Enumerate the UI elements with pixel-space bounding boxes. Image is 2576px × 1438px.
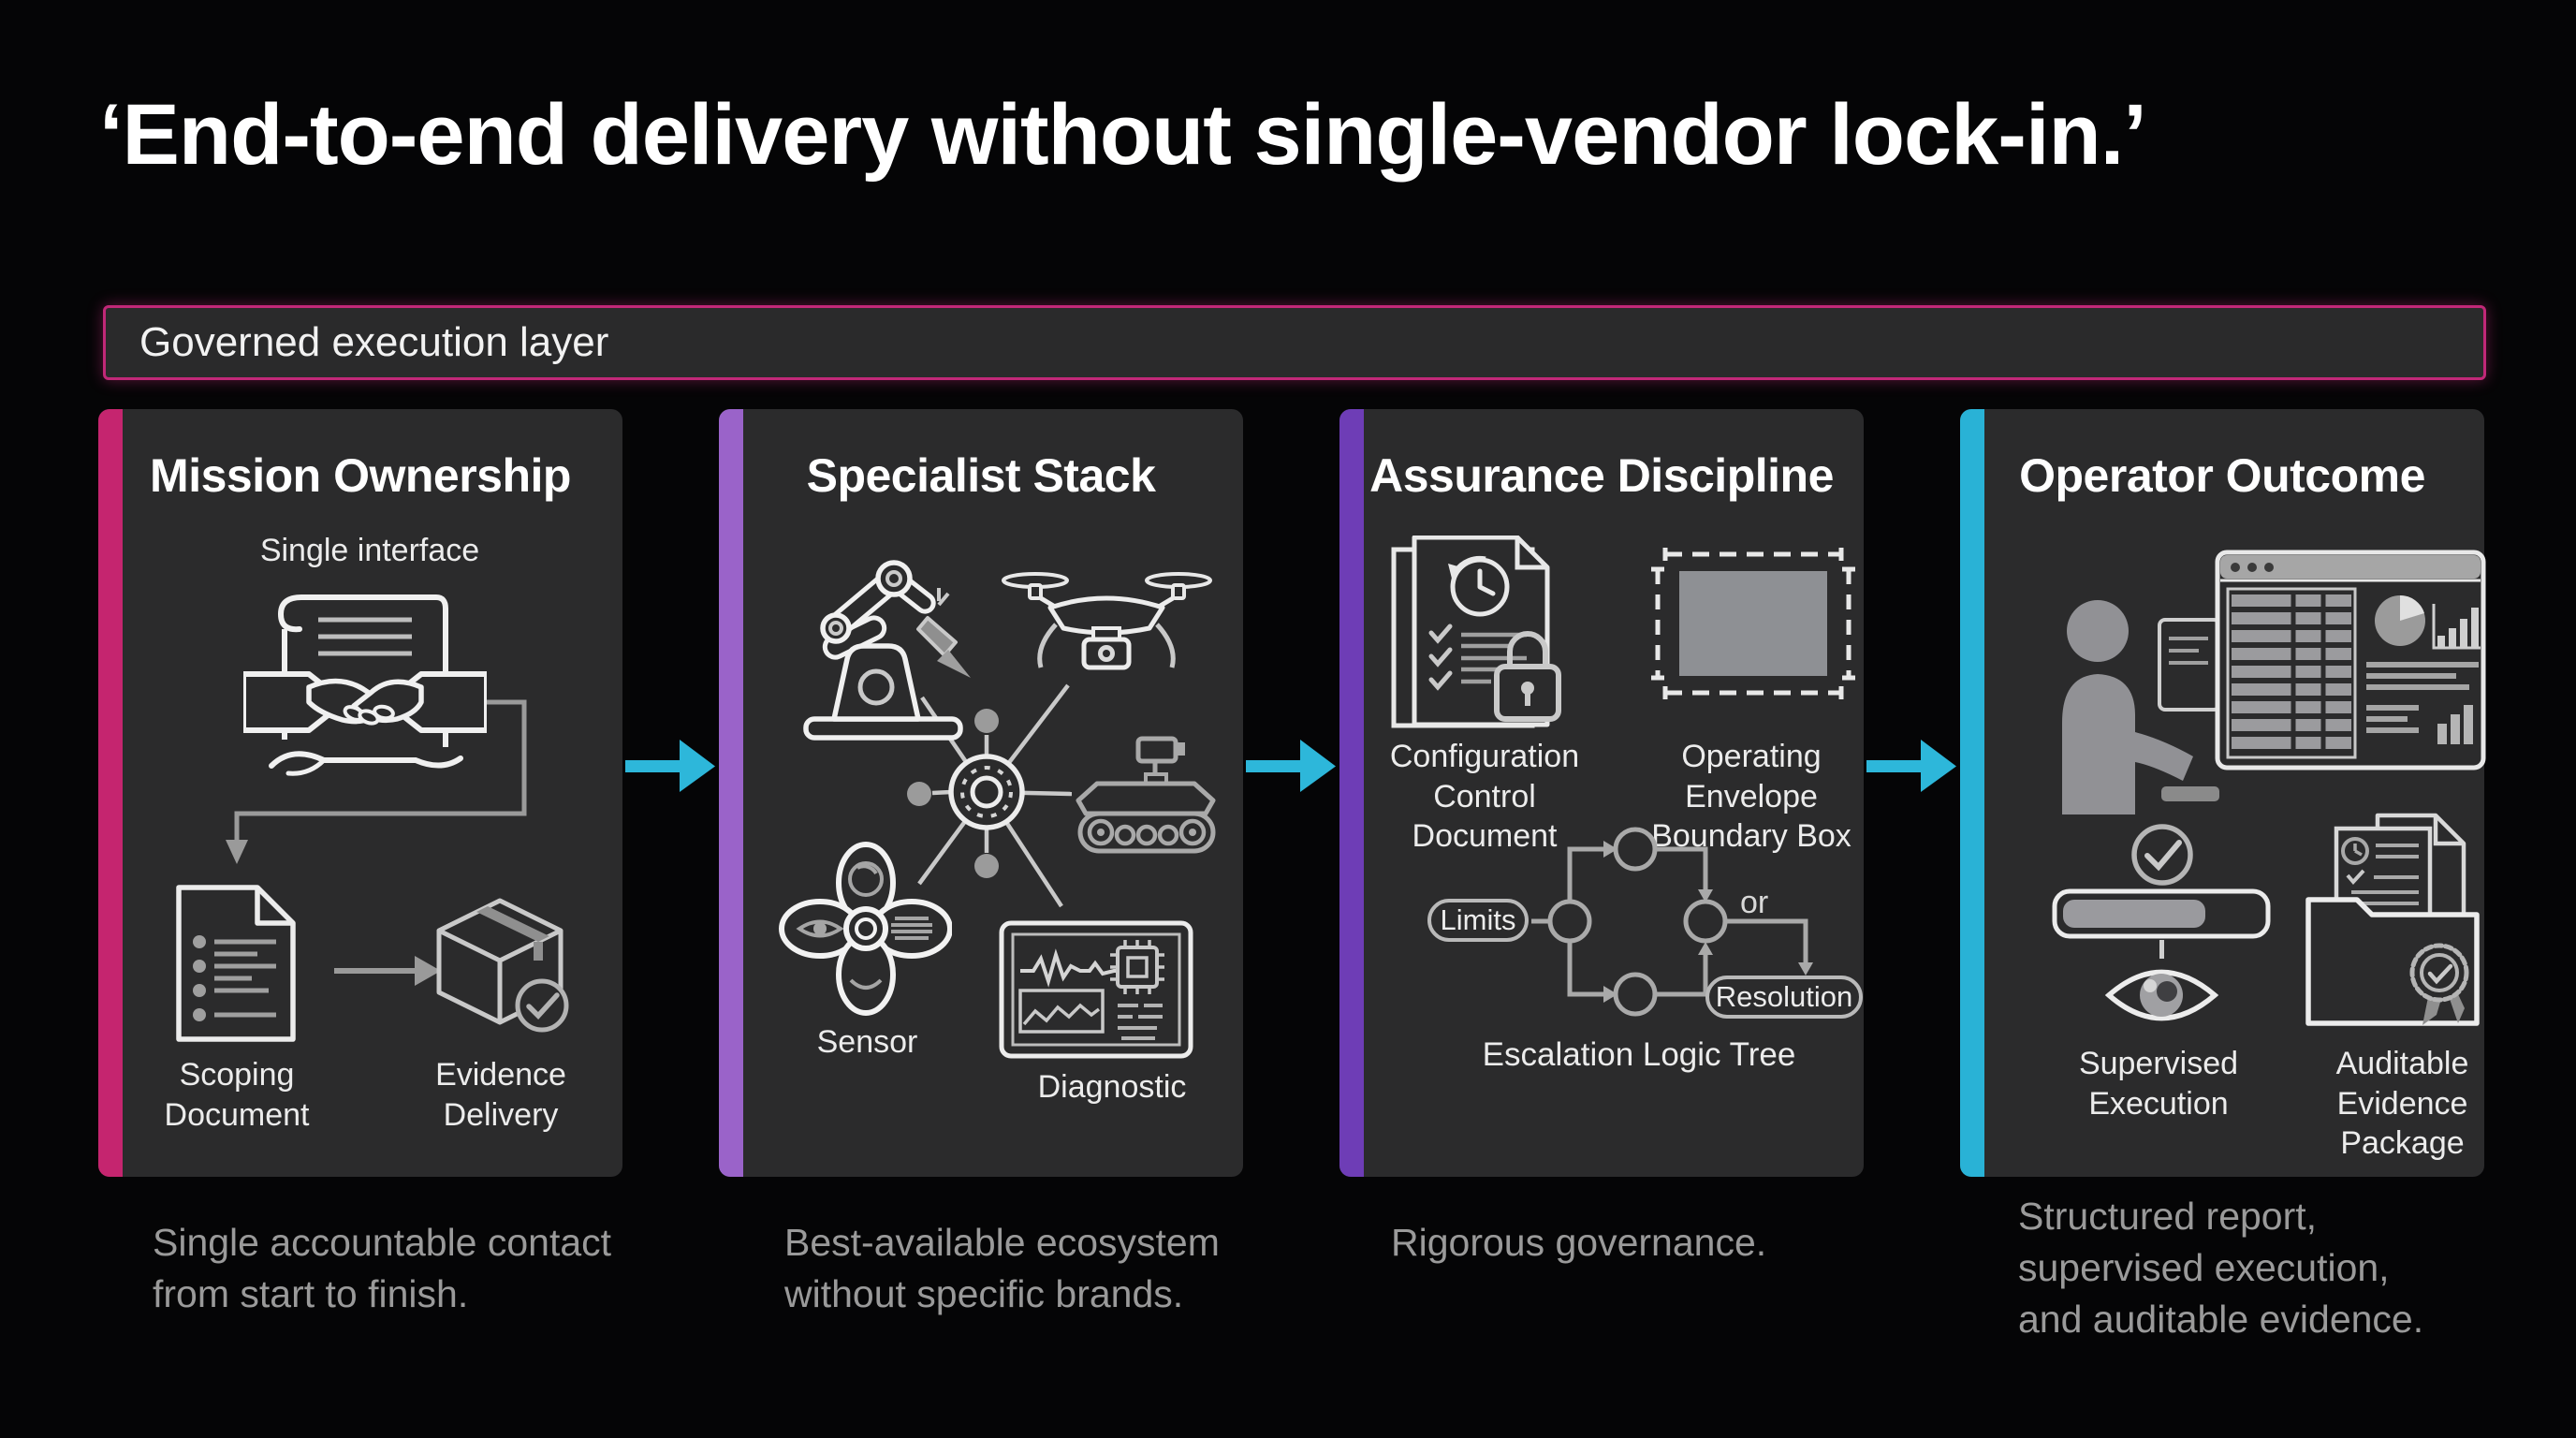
- supervised-execution-label: Supervised Execution: [2078, 1046, 2239, 1122]
- evidence-delivery-label: Evidence Delivery: [435, 1057, 566, 1133]
- operating-envelope-boundary-icon: [1651, 548, 1855, 699]
- caption-assurance-discipline: Rigorous governance.: [1391, 1221, 1767, 1264]
- single-interface-label: Single interface: [259, 533, 480, 568]
- panel-assurance-discipline: Assurance Discipline: [1339, 409, 1864, 1177]
- accent-bar-purple-light: [719, 409, 743, 1177]
- supervision-eye-icon: [2104, 969, 2219, 1021]
- accent-bar-purple-dark: [1339, 409, 1364, 1177]
- caption-operator-outcome: Structured report, supervised execution,…: [2018, 1195, 2424, 1341]
- or-label: or: [1740, 885, 1769, 920]
- caption-mission-ownership: Single accountable contact from start to…: [153, 1221, 612, 1315]
- page-title: ‘End-to-end delivery without single-vend…: [99, 87, 2147, 183]
- panel-mission-ownership: Mission Ownership Single interface: [98, 409, 622, 1177]
- panel-specialist-stack: Specialist Stack: [719, 409, 1243, 1177]
- escalation-tree-label: Escalation Logic Tree: [1482, 1036, 1796, 1073]
- connector-line: [2159, 940, 2164, 959]
- scoping-document-label: Scoping Document: [164, 1057, 310, 1133]
- flow-arrow-icon: [1246, 740, 1336, 792]
- panel-heading: Specialist Stack: [806, 449, 1156, 502]
- robot-arm-icon: [803, 560, 971, 741]
- limits-pill: Limits: [1427, 899, 1529, 942]
- check-circle-icon: [2131, 824, 2193, 886]
- sensor-fan-icon: [779, 842, 952, 1016]
- banner-label: Governed execution layer: [139, 319, 609, 365]
- handshake-scroll-icon: [243, 594, 487, 776]
- panel-operator-outcome: Operator Outcome: [1960, 409, 2486, 1177]
- caption-specialist-stack: Best-available ecosystem without specifi…: [784, 1221, 1220, 1315]
- auditable-evidence-label: Auditable Evidence Package: [2335, 1046, 2469, 1161]
- panel-heading: Assurance Discipline: [1369, 449, 1834, 502]
- scoping-document-icon: [176, 885, 296, 1042]
- operator-person-icon: [2062, 600, 2221, 814]
- configuration-control-document-icon: [1391, 536, 1561, 728]
- accent-bar-magenta: [98, 409, 123, 1177]
- governed-execution-banner: Governed execution layer: [103, 305, 2486, 380]
- auditable-evidence-package-icon: [2305, 813, 2480, 1026]
- progress-bar-icon: [2052, 888, 2271, 939]
- diagnostic-screen-icon: [999, 920, 1193, 1059]
- accent-bar-cyan: [1960, 409, 1984, 1177]
- connector-elbow-icon: [226, 699, 527, 986]
- flow-arrow-icon: [625, 740, 715, 792]
- diagnostic-label: Diagnostic: [1037, 1069, 1187, 1105]
- operator-dashboard-icon: [2215, 550, 2486, 770]
- evidence-delivery-box-icon: [436, 898, 569, 1033]
- configuration-control-label: Configuration Control Document: [1389, 739, 1580, 854]
- escalation-logic-tree-icon: [1531, 827, 1813, 1017]
- panel-heading: Mission Ownership: [150, 449, 571, 502]
- panel-heading: Operator Outcome: [2019, 449, 2425, 502]
- flow-arrow-icon: [1866, 740, 1956, 792]
- sensor-label: Sensor: [816, 1024, 918, 1060]
- network-hub-icon: [907, 683, 1073, 908]
- tracked-rover-icon: [1076, 736, 1216, 854]
- operating-envelope-label: Operating Envelope Boundary Box: [1651, 739, 1852, 854]
- drone-icon: [1002, 572, 1212, 670]
- resolution-pill: Resolution: [1705, 976, 1863, 1019]
